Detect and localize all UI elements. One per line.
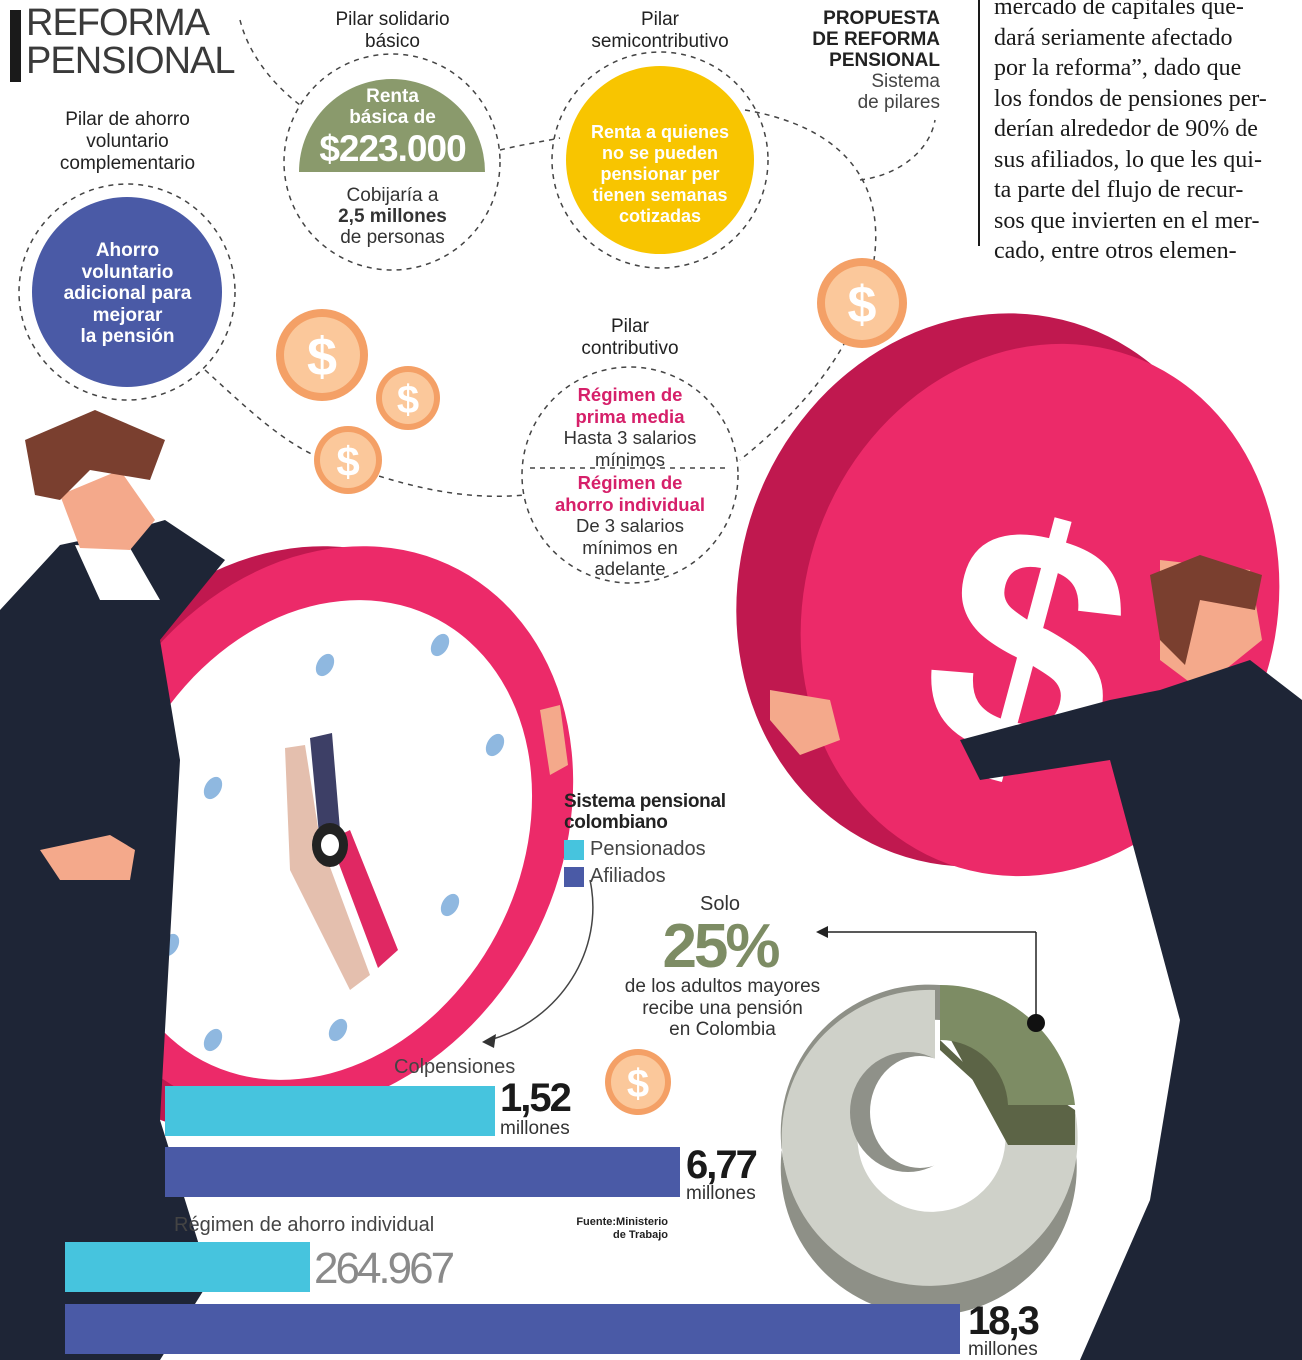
voluntary-circle-text: Ahorro voluntario adicional para mejorar… xyxy=(63,240,192,347)
contributive-dashed-circle xyxy=(521,366,739,584)
contributive-regime-2: Régimen de ahorro individual De 3 salari… xyxy=(554,472,706,579)
article-line: cado, entre otros elemen- xyxy=(994,238,1237,264)
svg-text:$: $ xyxy=(336,438,359,485)
bar-rai-afiliados xyxy=(65,1304,960,1354)
value-label-rai-pensionados: 264.967 xyxy=(314,1244,455,1293)
title-bar xyxy=(10,10,21,82)
donut-headline: 25% xyxy=(662,912,780,981)
donut-chart xyxy=(780,926,1078,1316)
category-label-rai: Régimen de ahorro individual xyxy=(174,1214,435,1236)
article-rule xyxy=(978,0,980,246)
svg-text:$: $ xyxy=(848,276,877,334)
small-coins: $ $ $ $ $ xyxy=(276,258,907,1115)
semi-pillar-title: Pilar semicontributivo xyxy=(591,9,729,52)
svg-text:$: $ xyxy=(307,327,337,387)
article-line: mercado de capitales que- xyxy=(994,0,1244,20)
article-text: mercado de capitales que-dará seriamente… xyxy=(994,0,1290,267)
article-line: los fondos de pensiones per- xyxy=(994,85,1267,112)
page-title: REFORMA PENSIONAL xyxy=(26,2,236,82)
bar-colpensiones-afiliados xyxy=(165,1147,680,1197)
bar-colpensiones-pensionados xyxy=(165,1086,495,1136)
article-line: ta parte del flujo de recur- xyxy=(994,177,1244,203)
arrow-head xyxy=(482,1034,496,1048)
voluntary-circle xyxy=(32,197,222,387)
donut-slice-25 xyxy=(940,984,1075,1105)
donut-caption: de los adultos mayores recibe una pensió… xyxy=(624,976,821,1040)
right-man xyxy=(770,555,1302,1360)
svg-text:$: $ xyxy=(627,1062,649,1106)
solidarity-dashed-circle xyxy=(283,53,501,271)
article-line: derían alrededor de 90% de xyxy=(994,116,1258,142)
contributive-regime-1: Régimen de prima media Hasta 3 salarios … xyxy=(563,384,697,470)
source-note: Fuente:Ministerio de Trabajo xyxy=(576,1216,668,1241)
solidarity-circle-label: Renta básica de xyxy=(349,86,436,128)
legend-item-pensionados: Pensionados xyxy=(564,838,764,861)
value-label-colpensiones-afiliados: 6,77 millones xyxy=(686,1143,758,1204)
svg-text:$: $ xyxy=(397,378,419,422)
bar-chart xyxy=(65,1086,960,1354)
article-line: dará seriamente afectado xyxy=(994,24,1233,51)
category-label-colpensiones: Colpensiones xyxy=(394,1056,516,1078)
semi-circle-text: Renta a quienes no se pueden pensionar p… xyxy=(590,122,730,226)
bar-chart-legend: Sistema pensional colombiano Pensionados… xyxy=(564,791,764,888)
donut-prefix: Solo xyxy=(699,893,741,915)
semi-circle xyxy=(566,66,754,254)
article-line: sos que invierten en el mer- xyxy=(994,207,1260,234)
solidarity-pillar-title: Pilar solidario básico xyxy=(335,9,450,52)
semi-dashed-circle xyxy=(551,51,769,269)
proposal-label: PROPUESTA DE REFORMA PENSIONAL Sistema d… xyxy=(812,8,940,113)
value-label-colpensiones-pensionados: 1,52 millones xyxy=(500,1076,572,1139)
solidarity-amount: $223.000 xyxy=(319,128,466,169)
donut-slice-rest xyxy=(781,989,1078,1286)
solidarity-note: Cobijaría a 2,5 millones de personas xyxy=(338,185,447,248)
article-line: sus afiliados, lo que les qui- xyxy=(994,146,1262,173)
legend-item-afiliados: Afiliados xyxy=(564,865,764,888)
article-line: por la reforma”, dado que xyxy=(994,55,1242,81)
value-label-rai-afiliados: 18,3 millones xyxy=(968,1299,1040,1360)
voluntary-pillar-title: Pilar de ahorro voluntario complementari… xyxy=(59,109,196,174)
bar-chart-title: Sistema pensional colombiano xyxy=(564,791,726,833)
contributive-pillar-title: Pilar contributivo xyxy=(581,316,679,359)
bar-rai-pensionados xyxy=(65,1242,310,1292)
voluntary-dashed-circle xyxy=(18,183,236,401)
solidarity-top-half xyxy=(299,79,485,172)
